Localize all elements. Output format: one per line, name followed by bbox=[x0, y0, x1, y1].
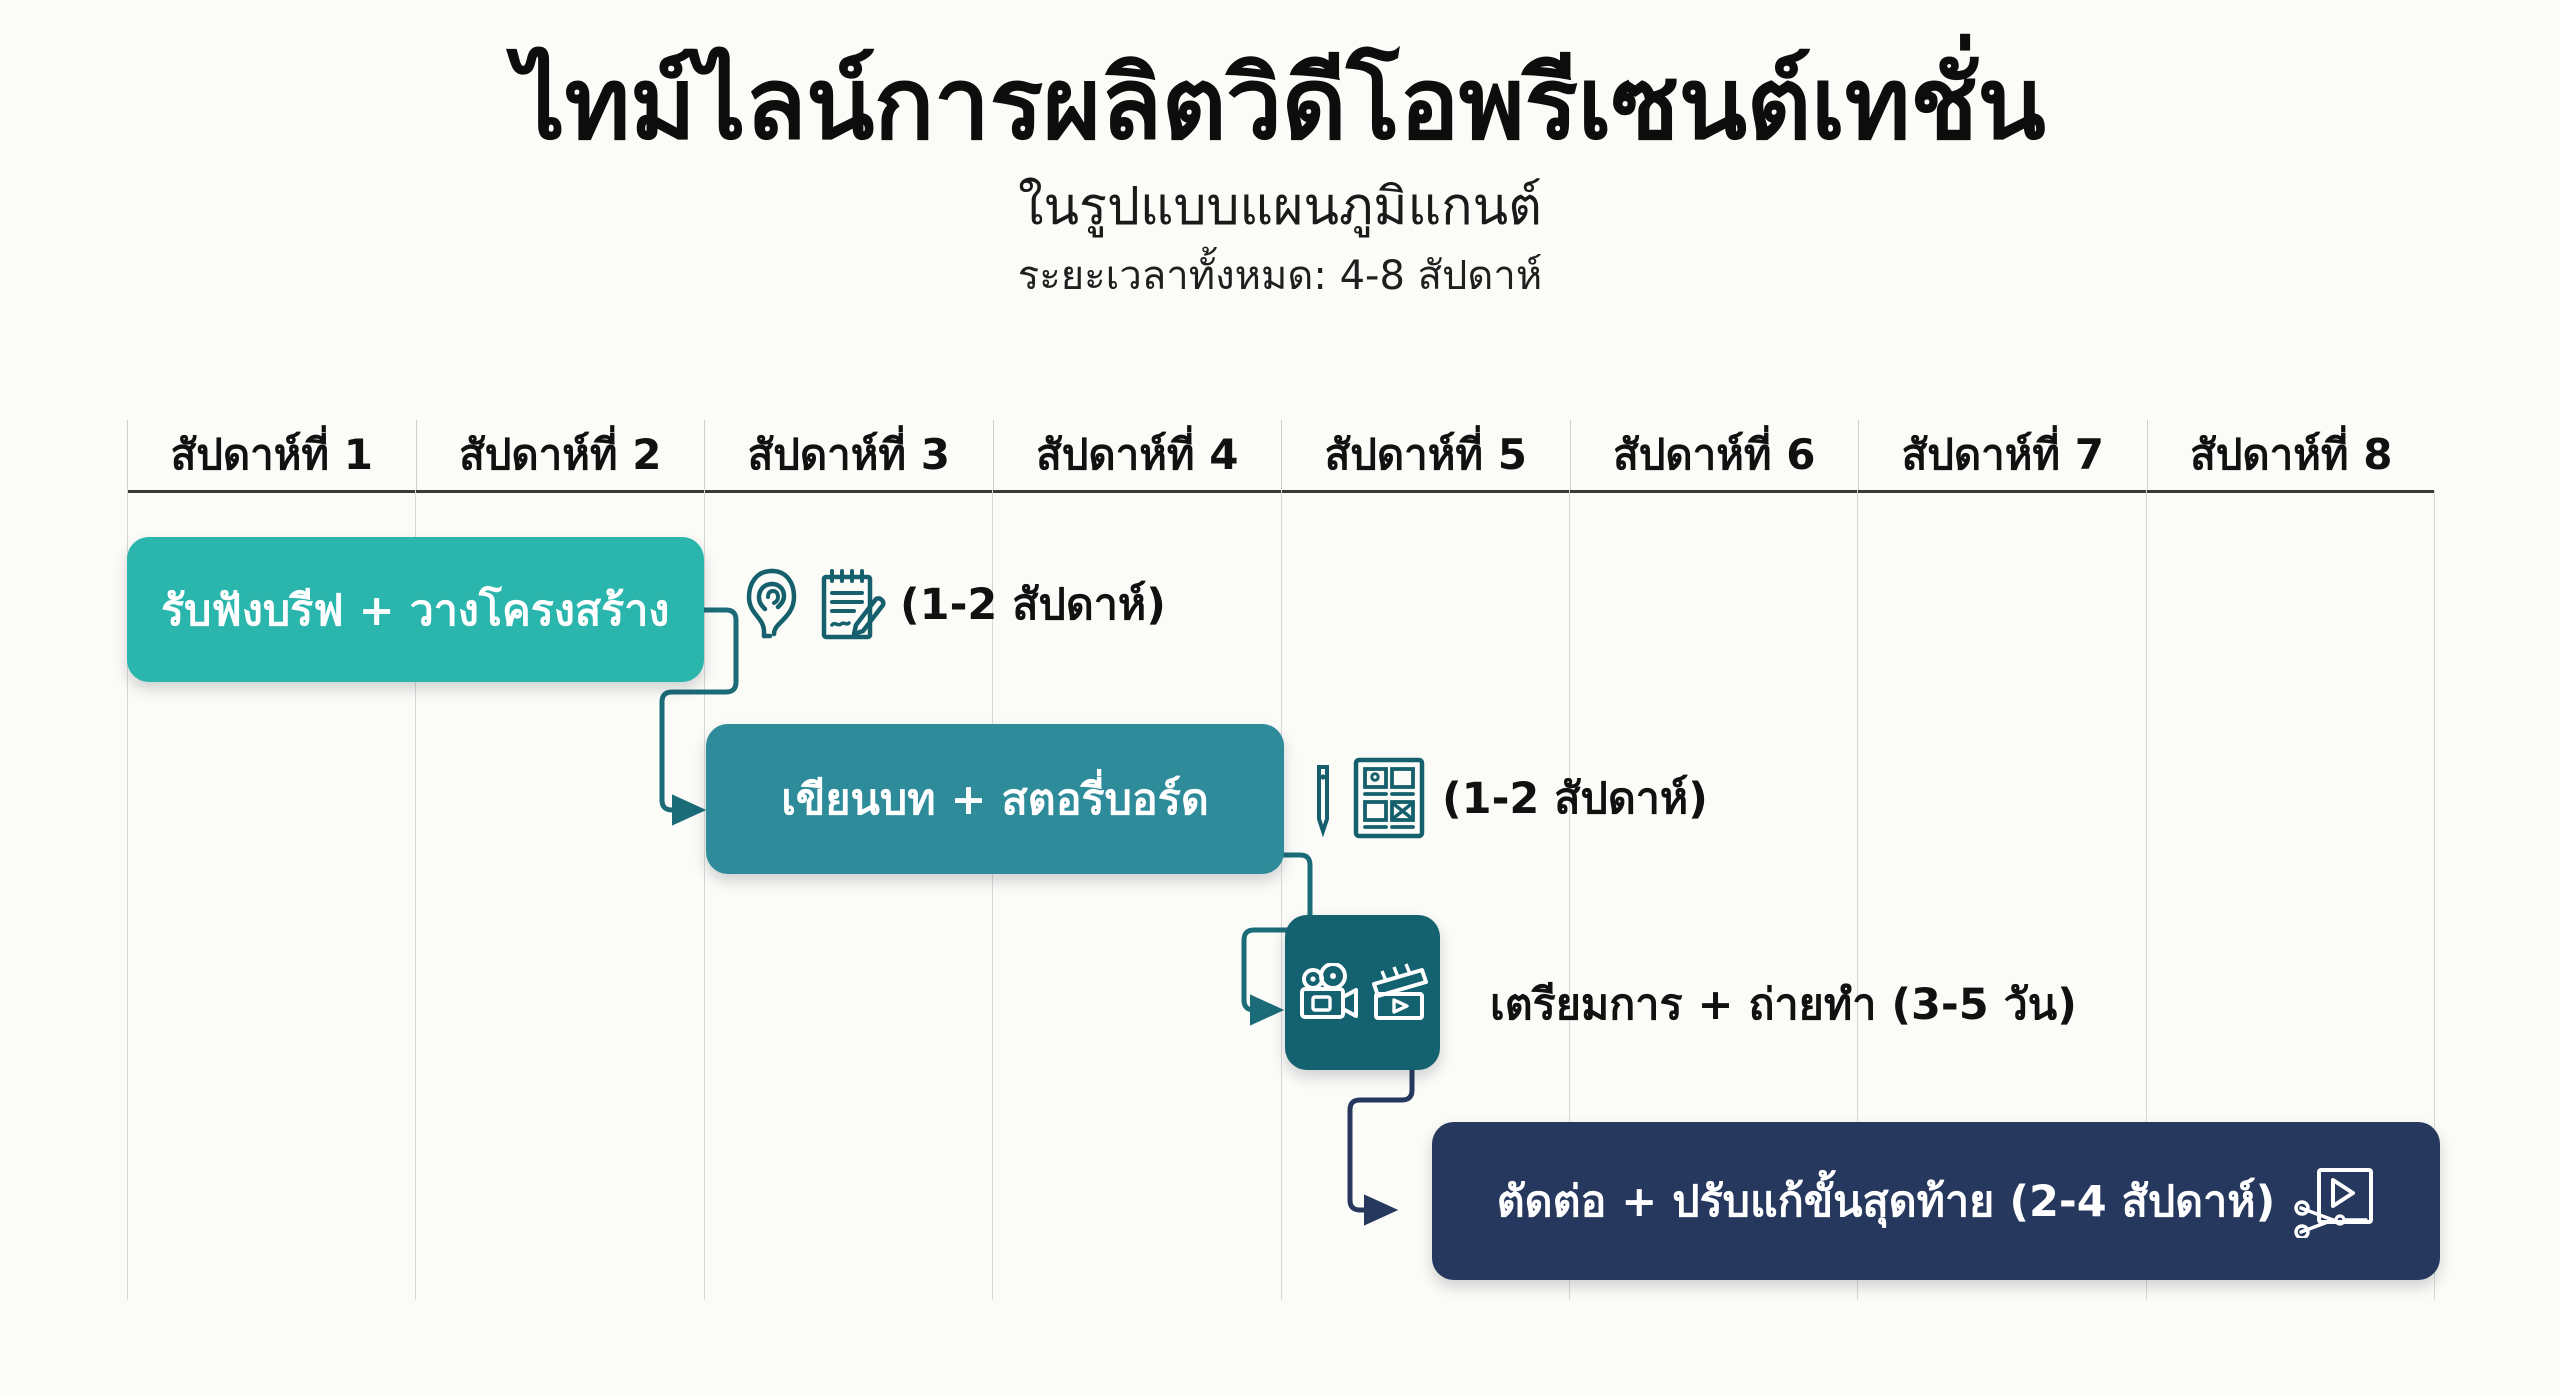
video-camera-icon bbox=[1296, 962, 1362, 1023]
task-bar-3[interactable] bbox=[1285, 915, 1440, 1070]
grid-column-2 bbox=[415, 490, 703, 1300]
week-header-3: สัปดาห์ที่ 3 bbox=[704, 420, 993, 490]
grid-column-8 bbox=[2145, 490, 2435, 1300]
week-header-5: สัปดาห์ที่ 5 bbox=[1281, 420, 1570, 490]
task-3-label: เตรียมการ + ถ่ายทำ (3-5 วัน) bbox=[1490, 980, 2077, 1030]
pen-icon bbox=[1310, 757, 1336, 839]
week-header-2: สัปดาห์ที่ 2 bbox=[415, 420, 705, 490]
page-title: ไทม์ไลน์การผลิตวิดีโอพรีเซนต์เทชั่น bbox=[514, 45, 2046, 162]
page-subtitle: ในรูปแบบแผนภูมิแกนต์ bbox=[1018, 177, 1542, 237]
total-duration-note: ระยะเวลาทั้งหมด: 4-8 สัปดาห์ bbox=[1017, 253, 1543, 300]
title-block: ไทม์ไลน์การผลิตวิดีโอพรีเซนต์เทชั่น ในรู… bbox=[0, 48, 2560, 300]
week-header-7: สัปดาห์ที่ 7 bbox=[1858, 420, 2147, 490]
week-header-4: สัปดาห์ที่ 4 bbox=[992, 420, 1282, 490]
task-3-annotation: เตรียมการ + ถ่ายทำ (3-5 วัน) bbox=[1490, 970, 2077, 1038]
timeline-grid: สัปดาห์ที่ 1 สัปดาห์ที่ 2 สัปดาห์ที่ 3 ส… bbox=[127, 420, 2435, 1300]
task-bar-2-label: เขียนบท + สตอรี่บอร์ด bbox=[781, 775, 1209, 825]
week-header-6: สัปดาห์ที่ 6 bbox=[1569, 420, 1859, 490]
task-1-annotation: (1-2 สัปดาห์) bbox=[742, 565, 1166, 643]
task-2-annotation: (1-2 สัปดาห์) bbox=[1310, 755, 1708, 841]
task-2-duration: (1-2 สัปดาห์) bbox=[1442, 774, 1708, 824]
task-bar-2[interactable]: เขียนบท + สตอรี่บอร์ด bbox=[706, 724, 1284, 874]
grid-column-3 bbox=[703, 490, 992, 1300]
grid-column-6 bbox=[1568, 490, 1857, 1300]
task-bar-1-label: รับฟังบรีฟ + วางโครงสร้าง bbox=[161, 585, 670, 636]
task-bar-4-label: ตัดต่อ + ปรับแก้ขั้นสุดท้าย (2-4 สัปดาห์… bbox=[1496, 1177, 2276, 1227]
week-header-8: สัปดาห์ที่ 8 bbox=[2146, 420, 2436, 490]
ear-icon bbox=[742, 566, 802, 642]
task-bar-1[interactable]: รับฟังบรีฟ + วางโครงสร้าง bbox=[127, 537, 704, 682]
storyboard-icon bbox=[1350, 755, 1428, 841]
notepad-pencil-icon bbox=[816, 565, 886, 643]
task-3-icon-group bbox=[1296, 962, 1430, 1024]
week-header-1: สัปดาห์ที่ 1 bbox=[127, 420, 416, 490]
grid-column-4 bbox=[992, 490, 1280, 1300]
clapperboard-icon bbox=[1368, 962, 1430, 1024]
video-scissors-icon bbox=[2293, 1164, 2375, 1238]
task-1-duration: (1-2 สัปดาห์) bbox=[900, 580, 1166, 630]
task-bar-4[interactable]: ตัดต่อ + ปรับแก้ขั้นสุดท้าย (2-4 สัปดาห์… bbox=[1432, 1122, 2440, 1280]
grid-column-1 bbox=[127, 490, 415, 1300]
week-header-row: สัปดาห์ที่ 1 สัปดาห์ที่ 2 สัปดาห์ที่ 3 ส… bbox=[127, 420, 2435, 493]
grid-column-7 bbox=[1857, 490, 2145, 1300]
